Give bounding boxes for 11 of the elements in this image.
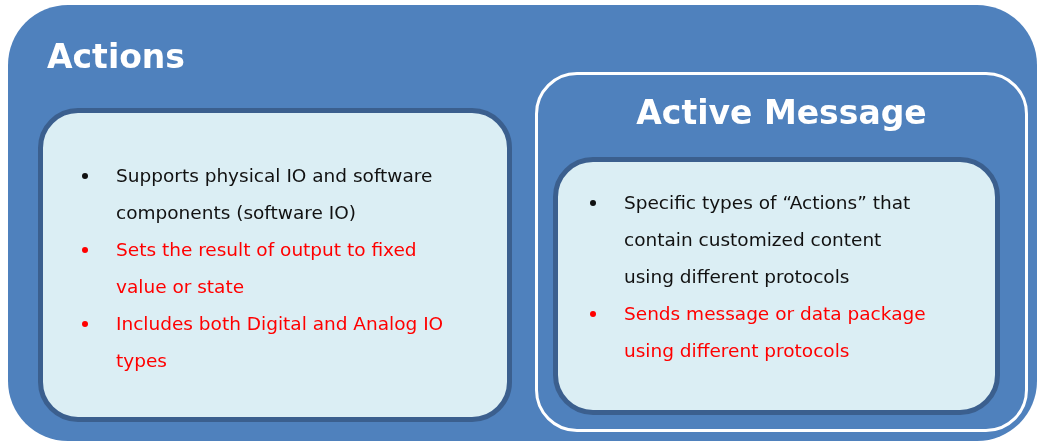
content-card xyxy=(553,157,1000,415)
bullet-text: Supports physical IO and software components (software IO) xyxy=(116,165,433,223)
bullet-text: Includes both Digital and Analog IO types xyxy=(116,313,444,371)
panel xyxy=(535,72,1028,432)
heading: Actions xyxy=(47,37,185,76)
bullet-text: Sends message or data package using different protocols xyxy=(624,303,926,361)
bullet-text: Specific types of “Actions” that contain customized content using different protocols xyxy=(624,192,911,287)
content-card xyxy=(38,108,512,422)
bullet-text: Sets the result of output to fixed value or state xyxy=(116,239,417,297)
panel xyxy=(8,5,1037,441)
heading: Active Message xyxy=(635,93,928,132)
